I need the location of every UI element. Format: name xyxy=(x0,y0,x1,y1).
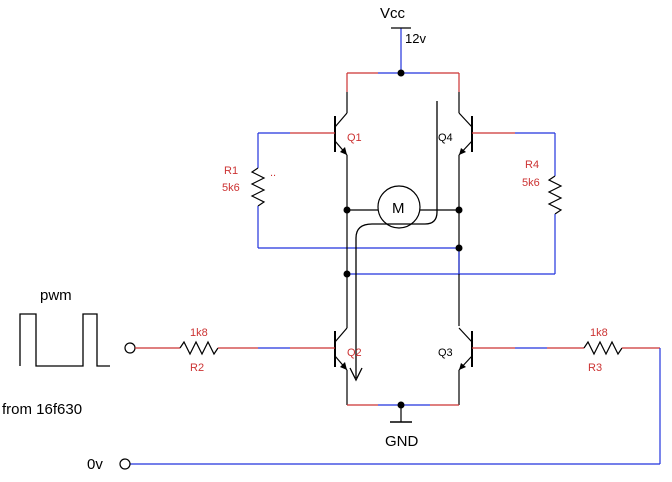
vcc-label: Vcc xyxy=(380,5,406,22)
motor-label: M xyxy=(392,200,405,217)
svg-text:..: .. xyxy=(270,167,276,179)
r4-value: 5k6 xyxy=(522,177,540,189)
r2-name: R2 xyxy=(190,362,204,374)
q1-base-network: R1 5k6 .. xyxy=(222,132,459,249)
pwm-label: pwm xyxy=(40,287,72,304)
ground-rail: GND xyxy=(347,401,459,450)
r2-value: 1k8 xyxy=(190,327,208,339)
transistor-q2: Q2 xyxy=(334,326,362,405)
gnd-label: GND xyxy=(385,433,419,450)
supply-voltage-label: 12v xyxy=(405,31,426,46)
r4-resistor xyxy=(547,175,563,215)
r1-name: R1 xyxy=(224,165,238,177)
current-path-arrow xyxy=(349,101,438,382)
q4-base-network: R4 5k6 xyxy=(347,132,563,275)
r2-resistor xyxy=(179,340,219,356)
r3-name: R3 xyxy=(588,362,602,374)
q3-label: Q3 xyxy=(438,347,453,359)
transistor-q4: Q4 xyxy=(438,92,473,168)
q4-drive-junction xyxy=(343,270,351,278)
zero-volt-terminal xyxy=(119,458,131,470)
q1-label: Q1 xyxy=(347,132,362,144)
vcc-junction-dot xyxy=(397,69,405,77)
motor-section: M xyxy=(343,168,463,326)
pwm-input-terminal xyxy=(124,342,136,354)
r1-resistor xyxy=(250,167,266,207)
zero-volt-label: 0v xyxy=(87,456,103,473)
q2-label: Q2 xyxy=(347,347,362,359)
r3-resistor xyxy=(583,340,623,356)
pwm-waveform: pwm from 16f630 xyxy=(2,287,110,418)
q3-input-network: 1k8 R3 xyxy=(119,327,661,470)
top-rail xyxy=(346,69,460,92)
vcc-supply: Vcc 12v xyxy=(380,5,426,73)
r1-value: 5k6 xyxy=(222,182,240,194)
transistor-q1: Q1 xyxy=(334,92,362,168)
q4-label: Q4 xyxy=(438,132,453,144)
pwm-source-label: from 16f630 xyxy=(2,401,82,418)
transistor-q3: Q3 xyxy=(438,327,473,405)
motor xyxy=(377,185,421,229)
r3-value: 1k8 xyxy=(590,327,608,339)
q2-input-network: 1k8 R2 xyxy=(124,327,335,374)
q1-drive-junction xyxy=(455,244,463,252)
r4-name: R4 xyxy=(525,159,539,171)
